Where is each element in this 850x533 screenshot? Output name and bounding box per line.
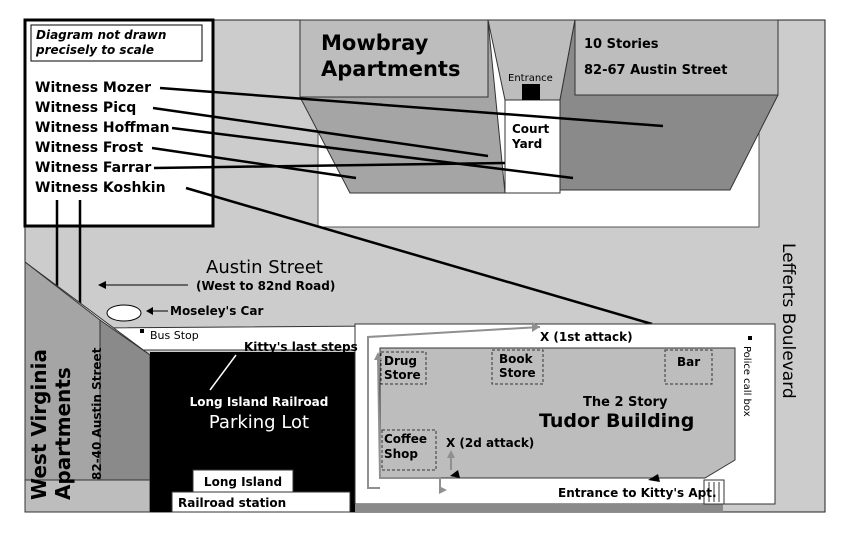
sightline-picq: [152, 106, 489, 158]
sightline-frost: [151, 146, 357, 180]
path-arrow-east: [439, 486, 447, 494]
mowbray-address: 82-67 Austin Street: [584, 63, 727, 78]
lirr-title: Long Island Railroad: [190, 395, 329, 409]
tudor-foundation: [355, 504, 723, 512]
police-box-label: Police call box: [741, 346, 752, 417]
moseley-car-label: Moseley's Car: [170, 304, 263, 318]
west-arrow-head: [98, 281, 106, 289]
court-label-1: Court: [512, 122, 550, 136]
last-steps-label: Kitty's last steps: [244, 340, 358, 354]
mowbray-name-line2: Apartments: [321, 57, 460, 81]
entrance-door: [522, 84, 540, 100]
court-label-2: Yard: [511, 137, 542, 151]
mowbray-right-roof: [574, 19, 779, 96]
coffee-shop-1: Coffee: [384, 432, 427, 446]
police-box-marker: [748, 336, 752, 340]
tudor-caption: The 2 Story: [583, 395, 668, 410]
coffee-shop-2: Shop: [384, 447, 418, 461]
path-arrow-first: [532, 322, 540, 332]
path-arrow-up: [374, 352, 382, 360]
witness-sightlines: [55, 86, 664, 383]
kitty-path-outer: [367, 326, 541, 489]
moseley-car: [106, 304, 142, 322]
scale-note-line2: precisely to scale: [35, 43, 154, 57]
car-arrow-head: [146, 307, 153, 315]
book-store-2: Store: [499, 366, 536, 380]
witness-farrar: Witness Farrar: [35, 160, 151, 176]
tudor-name: Tudor Building: [539, 410, 694, 432]
bus-stop-marker: [140, 329, 144, 333]
austin-address-vertical: 82-40 Austin Street: [90, 347, 104, 480]
lirr-parking-lot-label: Parking Lot: [209, 412, 309, 433]
entry-marker-west: [450, 470, 460, 478]
sightline-koshkin: [185, 186, 653, 326]
scale-note-box: [30, 24, 203, 62]
witness-koshkin: Witness Koshkin: [35, 180, 166, 196]
coffee-shop-box: [381, 429, 437, 471]
last-steps-pointer: [209, 354, 237, 391]
lefferts-boulevard-label: Lefferts Boulevard: [778, 243, 798, 399]
kitty-apt-entrance-label: Entrance to Kitty's Apt.: [558, 486, 717, 500]
witness-picq: Witness Picq: [35, 100, 136, 116]
drug-store-1: Drug: [384, 354, 417, 368]
kitty-path-inner: [377, 357, 441, 490]
witness-frost: Witness Frost: [35, 140, 143, 156]
bus-stop-label: Bus Stop: [150, 329, 199, 342]
witness-hoffman: Witness Hoffman: [35, 120, 170, 136]
book-store-box: [491, 349, 544, 385]
west-virginia-line2: Apartments: [51, 367, 75, 500]
bar-label: Bar: [677, 355, 700, 369]
austin-street-label: Austin Street: [206, 257, 323, 278]
witness-mozer: Witness Mozer: [35, 80, 151, 96]
first-attack-label: X (1st attack): [540, 330, 633, 344]
station-label-1: Long Island: [204, 475, 282, 489]
austin-street-direction: (West to 82nd Road): [196, 279, 335, 293]
bar-box: [664, 349, 713, 385]
mowbray-stories: 10 Stories: [584, 37, 659, 52]
scale-note-line1: Diagram not drawn: [36, 28, 166, 42]
drug-store-box: [380, 351, 427, 385]
station-label-2: Railroad station: [178, 496, 286, 510]
sightline-mozer: [159, 86, 664, 128]
sightline-hoffman: [171, 126, 574, 180]
entrance-label: Entrance: [508, 73, 553, 84]
station-sign-bottom: [171, 491, 351, 513]
book-store-1: Book: [499, 352, 534, 366]
entry-marker-east: [648, 474, 660, 482]
path-arrow-second: [447, 450, 455, 458]
drug-store-2: Store: [384, 368, 421, 382]
west-virginia-line1: West Virginia: [27, 349, 51, 500]
sightline-farrar: [153, 161, 506, 170]
mowbray-name-line1: Mowbray: [321, 31, 429, 55]
second-attack-label: X (2d attack): [446, 436, 534, 450]
mowbray-left-roof: [299, 19, 489, 98]
